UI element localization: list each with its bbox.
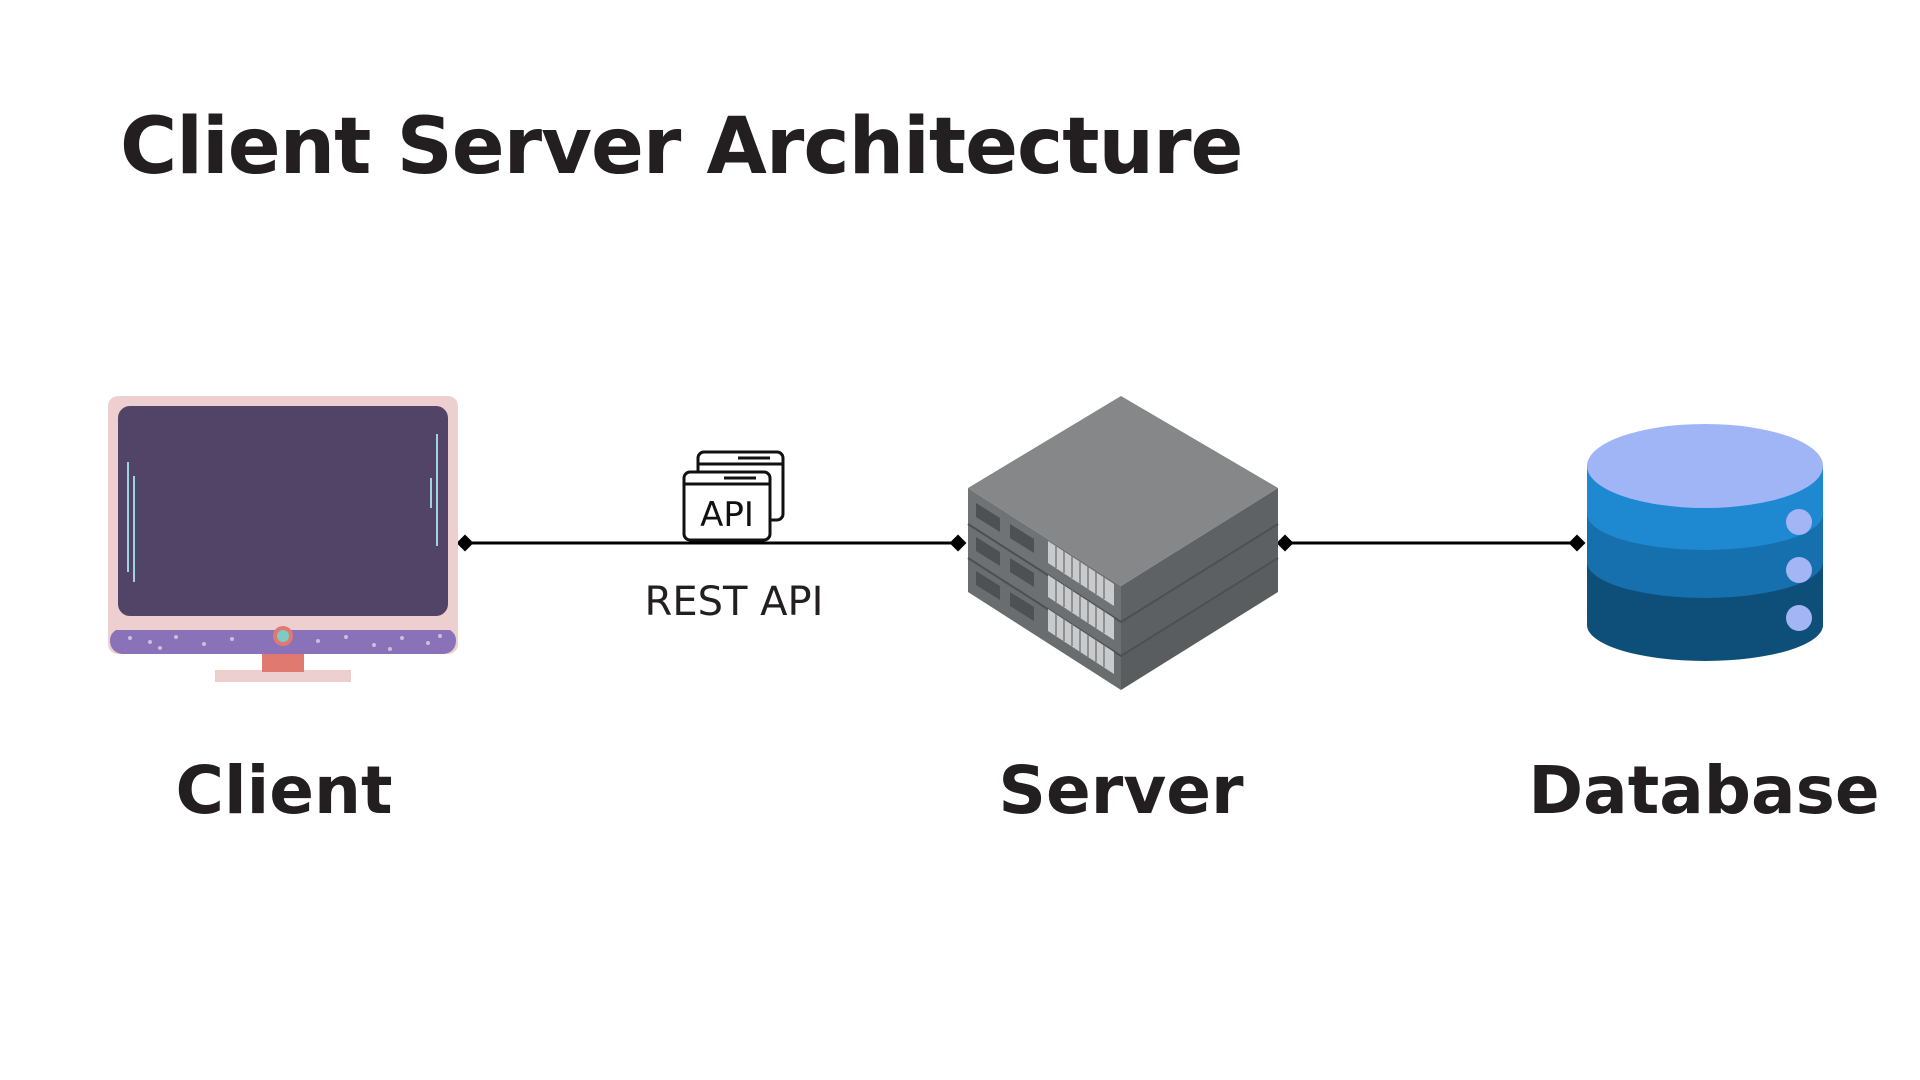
api-icon-text: API: [700, 495, 754, 535]
node-label-server: Server: [998, 752, 1244, 829]
api-icon: API: [682, 450, 785, 542]
connector-client-server: [456, 534, 967, 552]
connector-server-database: [1276, 534, 1586, 552]
node-label-client: Client: [175, 752, 393, 829]
database-icon: [1587, 424, 1823, 661]
connection-label-rest-api: REST API: [644, 579, 824, 625]
monitor-icon: [108, 396, 458, 682]
page-title: Client Server Architecture: [120, 102, 1243, 192]
node-label-database: Database: [1528, 752, 1880, 829]
server-rack-icon: [967, 396, 1279, 690]
